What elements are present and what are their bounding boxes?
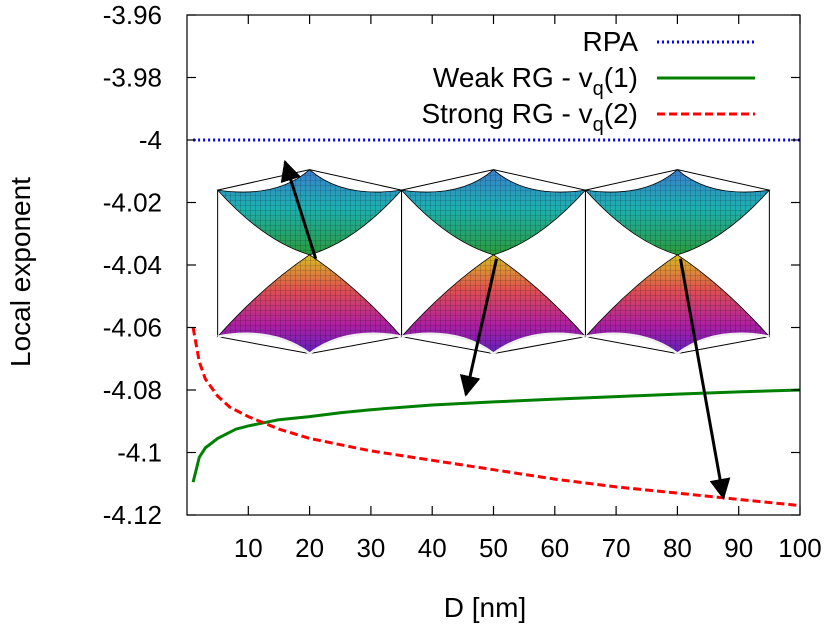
x-tick-label: 40 [418,533,447,563]
series-layer [191,138,801,508]
y-tick-label: -4.04 [103,250,162,280]
x-tick-label: 70 [602,533,631,563]
x-tick-label: 90 [724,533,753,563]
lower-cone-rim [585,332,770,356]
dirac-cone-inset-3 [584,169,771,356]
dirac-cone-inset-1 [216,169,403,356]
legend: RPA Weak RG - vq(1)Strong RG - vq(2) [421,26,755,136]
lower-cone-mesh [217,254,402,354]
lower-cone-mesh [585,254,770,354]
x-tick-label: 80 [663,533,692,563]
series-line-2 [191,327,801,508]
dirac-cone-inset-2 [400,169,587,356]
y-tick-label: -4.12 [103,500,162,530]
annotation-arrow-2 [459,258,499,397]
y-tick-label: -4.1 [117,438,162,468]
y-axis-title: Local exponent [5,177,36,367]
dirac-cone-insets [216,169,771,356]
annotation-arrows [280,159,731,500]
y-tick-label: -4.06 [103,313,162,343]
x-tick-label: 30 [356,533,385,563]
y-tick-label: -3.98 [103,63,162,93]
lower-cone-rim [217,332,402,356]
legend-label-0: RPA [583,26,639,57]
y-tick-label: -4.02 [103,188,162,218]
upper-cone-mesh [217,169,402,255]
axis-ticks: 10 20 30 40 50 60 70 80 90 100 -3.96 -3.98 -4 -4.02 -4… [103,0,822,563]
y-tick-label: -4.08 [103,375,162,405]
x-tick-label: 50 [479,533,508,563]
x-axis-title: D [nm] [444,592,526,623]
x-tick-label: 60 [540,533,569,563]
legend-label-2: Strong RG - vq(2) [421,98,638,136]
x-tick-label: 100 [778,533,821,563]
lower-cone-mesh [401,254,586,354]
annotation-arrow-1 [280,159,318,260]
y-tick-label: -4 [139,125,162,155]
x-tick-label: 20 [295,533,324,563]
legend-label-1: Weak RG - vq(1) [433,62,638,100]
x-tick-label: 10 [234,533,263,563]
annotation-arrow-3 [678,258,731,500]
series-line-1 [191,388,801,483]
lower-cone-rim [401,332,586,356]
y-tick-label: -3.96 [103,0,162,30]
upper-cone-mesh [401,169,586,255]
upper-cone-mesh [585,169,770,255]
